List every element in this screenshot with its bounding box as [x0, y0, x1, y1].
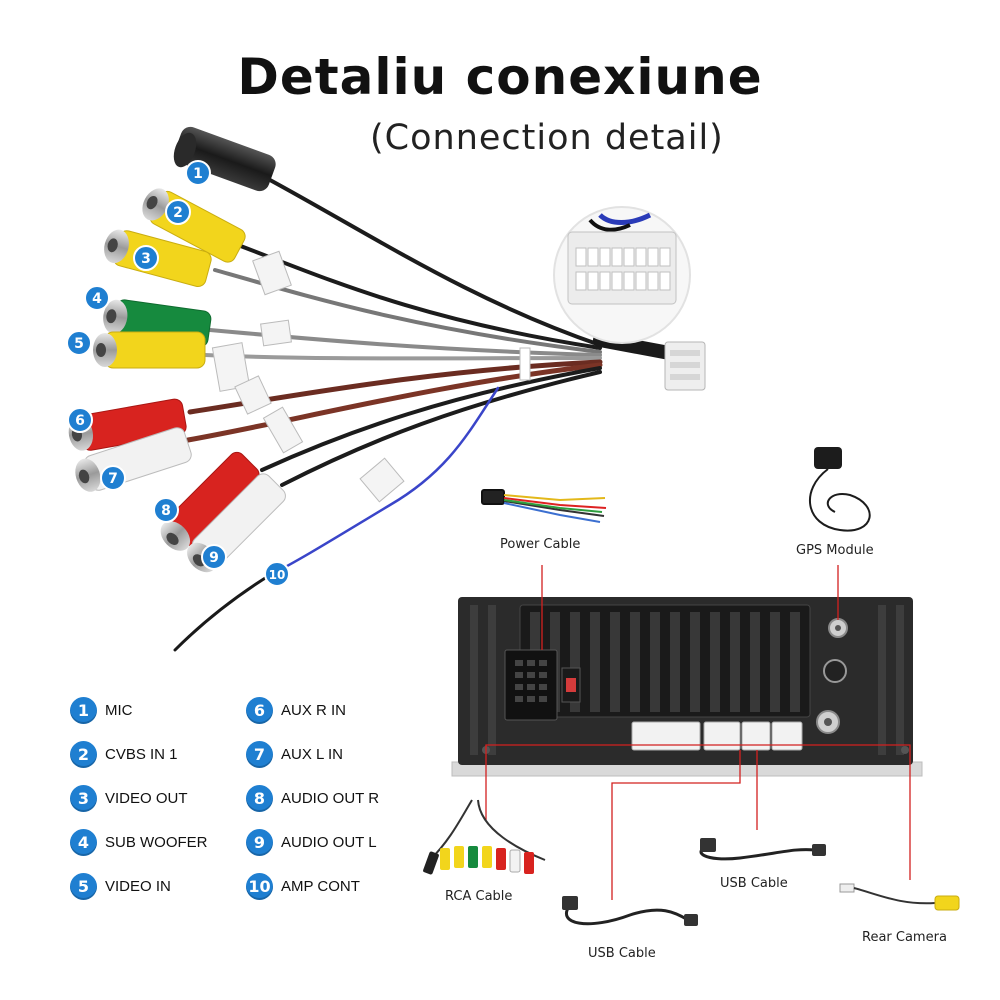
legend-column-right: 6 AUX R IN 7 AUX L IN 8 AUDIO OUT R 9 AUDIO …: [246, 697, 379, 900]
legend-item: 9 AUDIO OUT L: [246, 829, 379, 856]
leader-lines: [485, 565, 911, 900]
legend-badge: 2: [70, 741, 97, 768]
label-rca-cable: RCA Cable: [445, 889, 512, 904]
legend-badge: 4: [70, 829, 97, 856]
legend-badge: 6: [246, 697, 273, 724]
plug-video-in: [93, 331, 206, 369]
legend-item: 4 SUB WOOFER: [70, 829, 208, 856]
label-power-cable: Power Cable: [500, 537, 580, 552]
legend-label: VIDEO OUT: [105, 790, 188, 807]
legend-item: 10 AMP CONT: [246, 873, 379, 900]
legend-item: 2 CVBS IN 1: [70, 741, 208, 768]
gps-module-image: [808, 447, 871, 532]
legend-item: 1 MIC: [70, 697, 208, 724]
svg-text:3: 3: [141, 251, 151, 267]
harness-badge-1: 1: [185, 160, 211, 186]
svg-text:7: 7: [108, 471, 118, 487]
harness-badge-9: 9: [201, 544, 227, 570]
legend-label: SUB WOOFER: [105, 834, 208, 851]
label-rear-camera: Rear Camera: [862, 930, 947, 945]
harness-badge-10: 10: [264, 561, 290, 587]
legend-item: 8 AUDIO OUT R: [246, 785, 379, 812]
legend-badge: 3: [70, 785, 97, 812]
harness-badge-7: 7: [100, 465, 126, 491]
harness-connector: [664, 341, 706, 391]
legend-label: AUX R IN: [281, 702, 347, 719]
label-usb-cable-1: USB Cable: [720, 876, 788, 891]
legend-label: AUDIO OUT R: [281, 790, 380, 807]
legend-label: MIC: [105, 702, 133, 719]
legend-badge: 8: [246, 785, 273, 812]
svg-text:1: 1: [193, 166, 203, 182]
legend-badge: 10: [246, 873, 273, 900]
harness-badge-5: 5: [66, 330, 92, 356]
legend-label: VIDEO IN: [105, 878, 171, 895]
usb-cable-1-image: [699, 838, 826, 861]
rca-cable-image: [423, 799, 546, 875]
legend-badge: 5: [70, 873, 97, 900]
svg-text:2: 2: [173, 205, 183, 221]
harness-badge-8: 8: [153, 497, 179, 523]
legend-item: 6 AUX R IN: [246, 697, 379, 724]
svg-text:8: 8: [161, 503, 171, 519]
component-labels: Power Cable GPS Module RCA Cable USB Cab…: [445, 537, 947, 961]
usb-cable-2-image: [562, 896, 698, 926]
legend-label: AUX L IN: [281, 746, 343, 763]
harness-badges: 1 2 3 4 5 6 7 8 9 10: [66, 160, 290, 587]
harness-badge-2: 2: [165, 199, 191, 225]
power-cable-image: [481, 489, 607, 523]
plug-video-out: [104, 229, 212, 288]
legend-badge: 9: [246, 829, 273, 856]
label-gps-module: GPS Module: [796, 543, 874, 558]
legend-label: AMP CONT: [281, 878, 360, 895]
svg-text:9: 9: [209, 550, 219, 566]
rear-camera-image: [839, 883, 960, 911]
page-title: Detaliu conexiune: [237, 48, 763, 106]
legend-badge: 7: [246, 741, 273, 768]
legend-item: 5 VIDEO IN: [70, 873, 208, 900]
harness-wires: [173, 178, 687, 652]
label-usb-cable-2: USB Cable: [588, 946, 656, 961]
page-subtitle: (Connection detail): [370, 118, 724, 158]
legend-label: CVBS IN 1: [105, 746, 178, 763]
svg-text:5: 5: [74, 336, 84, 352]
legend-label: AUDIO OUT L: [281, 834, 377, 851]
svg-text:6: 6: [75, 413, 85, 429]
harness-badge-3: 3: [133, 245, 159, 271]
head-unit-back-panel: [451, 597, 923, 777]
legend-badge: 1: [70, 697, 97, 724]
svg-text:10: 10: [269, 568, 286, 582]
legend-item: 3 VIDEO OUT: [70, 785, 208, 812]
harness-badge-4: 4: [84, 285, 110, 311]
legend-item: 7 AUX L IN: [246, 741, 379, 768]
connector-zoom-inset: [553, 206, 691, 344]
legend-column-left: 1 MIC 2 CVBS IN 1 3 VIDEO OUT 4 SUB WOOFER 5…: [70, 697, 208, 900]
harness-badge-6: 6: [67, 407, 93, 433]
wire-tags: [211, 250, 531, 503]
svg-text:4: 4: [92, 291, 102, 307]
plug-mic: [173, 126, 276, 192]
